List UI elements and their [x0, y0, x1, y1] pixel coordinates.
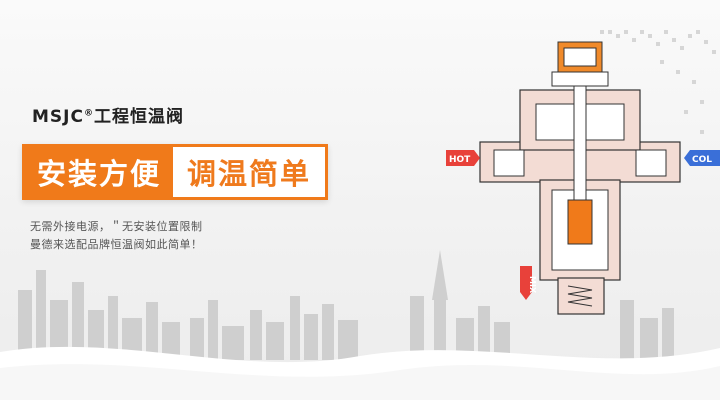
hot-label: HOT	[449, 155, 471, 165]
valve-top-knob	[551, 41, 609, 87]
valve-spring	[567, 285, 593, 307]
world-map-dots	[600, 30, 716, 134]
cold-inlet-marker: COL	[684, 150, 720, 166]
skyline-buildings	[18, 250, 674, 360]
brand-name: MSJC	[32, 107, 84, 127]
description-line-1: 无需外接电源，＂无安装位置限制	[30, 220, 203, 233]
thermostat-element	[567, 199, 593, 245]
description-line-2: 曼德来选配品牌恒温阀如此简单！	[30, 238, 203, 251]
hero-banner: 安装方便 调温简单	[22, 144, 329, 200]
valve-cross-section-diagram: HOT COL MIX	[446, 41, 720, 315]
mix-label: MIX	[528, 276, 537, 294]
brand-title: MSJC®工程恒温阀	[32, 102, 184, 127]
hero-right-text: 调温简单	[173, 147, 326, 197]
wave-shape-lower	[0, 364, 720, 400]
registered-mark: ®	[83, 108, 94, 119]
brand-product: 工程恒温阀	[93, 107, 184, 127]
mix-outlet-marker: MIX	[520, 266, 537, 300]
hero-left-text: 安装方便	[37, 157, 162, 191]
hot-inlet-marker: HOT	[446, 150, 480, 166]
cold-label: COL	[692, 155, 712, 165]
